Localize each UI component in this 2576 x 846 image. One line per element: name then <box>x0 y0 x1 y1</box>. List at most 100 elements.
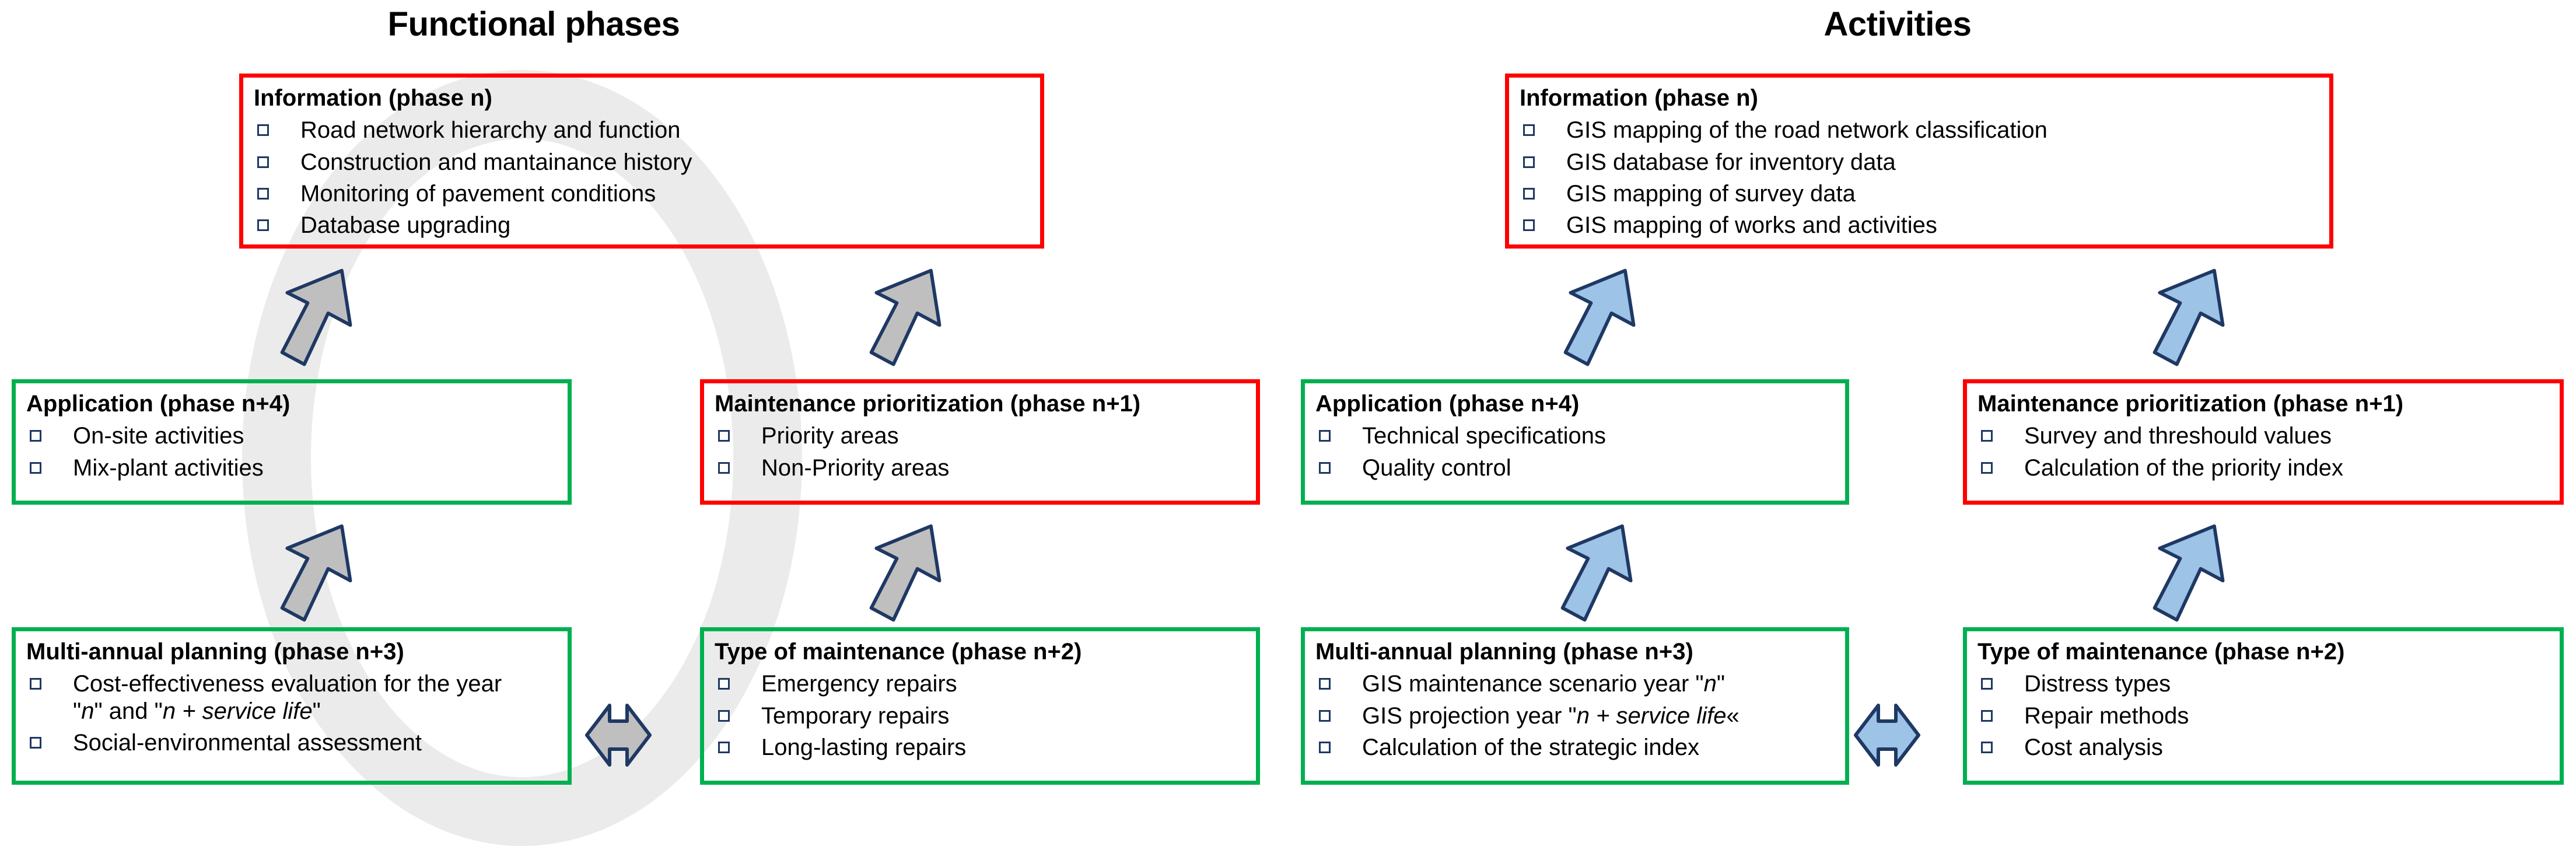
square-bullet-icon <box>30 462 41 474</box>
list-item-label: Calculation of the priority index <box>2024 455 2343 481</box>
square-bullet-icon <box>1319 430 1331 442</box>
box-title: Type of maintenance (phase n+2) <box>715 639 1082 665</box>
box-information-phase-n[interactable]: Information (phase n) Road network hiera… <box>239 74 1044 249</box>
list-item: GIS projection year "n + service life« <box>1315 702 1835 729</box>
list-item: Monitoring of pavement conditions <box>254 180 1030 207</box>
box-application-phase-n4[interactable]: Application (phase n+4) On-site activiti… <box>12 379 572 505</box>
list-item-label: Survey and threshould values <box>2024 423 2332 449</box>
square-bullet-icon <box>718 462 730 474</box>
box-item-list: Priority areas Non-Priority areas <box>715 422 1245 481</box>
list-item: Construction and mantainance history <box>254 149 1030 176</box>
list-item: GIS database for inventory data <box>1520 149 2319 176</box>
panel-functional-phases: Functional phases Information (phase n) … <box>0 0 1289 846</box>
box-item-list: GIS maintenance scenario year "n" GIS pr… <box>1315 670 1835 761</box>
arrow-left-right-icon <box>583 691 653 779</box>
list-item: Cost analysis <box>1978 734 2549 761</box>
square-bullet-icon <box>257 187 269 200</box>
list-item-label: Cost-effectiveness evaluation for the ye… <box>73 671 502 724</box>
box-title: Type of maintenance (phase n+2) <box>1978 639 2345 665</box>
list-item-label: GIS maintenance scenario year "n" <box>1362 671 1726 697</box>
list-item-label: Long-lasting repairs <box>761 734 967 760</box>
list-item: Non-Priority areas <box>715 455 1245 481</box>
square-bullet-icon <box>1981 709 1993 722</box>
list-item: Road network hierarchy and function <box>254 117 1030 144</box>
arrow-up-left-icon <box>274 519 362 630</box>
box-type-of-maintenance-phase-n2[interactable]: Type of maintenance (phase n+2) Emergenc… <box>700 627 1260 785</box>
list-item: On-site activities <box>26 422 557 449</box>
box-application-phase-n4[interactable]: Application (phase n+4) Technical specif… <box>1301 379 1849 505</box>
square-bullet-icon <box>1523 219 1535 232</box>
box-maintenance-prioritization-phase-n1[interactable]: Maintenance prioritization (phase n+1) S… <box>1963 379 2564 505</box>
arrow-down-right-icon <box>2147 264 2234 375</box>
list-item: Calculation of the strategic index <box>1315 734 1835 761</box>
box-multi-annual-planning-phase-n3[interactable]: Multi-annual planning (phase n+3) Cost-e… <box>12 627 572 785</box>
list-item-label: GIS projection year "n + service life« <box>1362 702 1740 729</box>
arrow-up-left-icon <box>1555 519 1642 630</box>
square-bullet-icon <box>1319 462 1331 474</box>
square-bullet-icon <box>30 678 41 690</box>
list-item: Emergency repairs <box>715 670 1245 697</box>
box-maintenance-prioritization-phase-n1[interactable]: Maintenance prioritization (phase n+1) P… <box>700 379 1260 505</box>
box-title: Multi-annual planning (phase n+3) <box>26 639 404 665</box>
list-item-label: Road network hierarchy and function <box>300 117 681 144</box>
box-item-list: Road network hierarchy and function Cons… <box>254 117 1030 239</box>
list-item-label: Non-Priority areas <box>761 455 950 481</box>
list-item-label: Database upgrading <box>300 212 511 239</box>
list-item: Calculation of the priority index <box>1978 455 2549 481</box>
list-item-label: Cost analysis <box>2024 734 2163 760</box>
box-title: Information (phase n) <box>1520 85 1758 111</box>
list-item-label: Mix-plant activities <box>73 455 264 481</box>
box-title: Information (phase n) <box>254 85 492 111</box>
square-bullet-icon <box>257 156 269 168</box>
square-bullet-icon <box>718 709 730 722</box>
square-bullet-icon <box>718 678 730 690</box>
list-item: GIS mapping of survey data <box>1520 180 2319 207</box>
list-item: Priority areas <box>715 422 1245 449</box>
list-item-label: Construction and mantainance history <box>300 149 692 175</box>
panel-title-activities: Activities <box>1824 5 1972 43</box>
square-bullet-icon <box>1981 462 1993 474</box>
square-bullet-icon <box>1319 678 1331 690</box>
square-bullet-icon <box>1523 187 1535 200</box>
square-bullet-icon <box>718 741 730 753</box>
list-item: GIS mapping of the road network classifi… <box>1520 117 2319 144</box>
list-item-label: Emergency repairs <box>761 671 957 697</box>
square-bullet-icon <box>257 124 269 137</box>
box-item-list: GIS mapping of the road network classifi… <box>1520 117 2319 239</box>
square-bullet-icon <box>1981 678 1993 690</box>
panel-title-functional-phases: Functional phases <box>387 5 680 43</box>
list-item: Mix-plant activities <box>26 455 557 481</box>
box-multi-annual-planning-phase-n3[interactable]: Multi-annual planning (phase n+3) GIS ma… <box>1301 627 1849 785</box>
list-item-label: Calculation of the strategic index <box>1362 734 1700 760</box>
list-item: Database upgrading <box>254 212 1030 239</box>
list-item: GIS mapping of works and activities <box>1520 212 2319 239</box>
list-item-label: Distress types <box>2024 671 2171 697</box>
list-item: Survey and threshould values <box>1978 422 2549 449</box>
square-bullet-icon <box>1523 156 1535 168</box>
list-item-label: On-site activities <box>73 423 244 449</box>
box-title: Application (phase n+4) <box>1315 391 1580 417</box>
square-bullet-icon <box>1981 430 1993 442</box>
list-item: GIS maintenance scenario year "n" <box>1315 670 1835 697</box>
list-item-label: Repair methods <box>2024 702 2189 729</box>
arrow-left-right-icon <box>1852 691 1922 779</box>
list-item-label: GIS mapping of survey data <box>1566 180 1856 207</box>
list-item-label: Technical specifications <box>1362 423 1606 449</box>
list-item-label: GIS database for inventory data <box>1566 149 1896 175</box>
box-title: Maintenance prioritization (phase n+1) <box>715 391 1141 417</box>
box-information-phase-n[interactable]: Information (phase n) GIS mapping of the… <box>1505 74 2333 249</box>
list-item-label: Social-environmental assessment <box>73 729 422 756</box>
square-bullet-icon <box>1981 741 1993 753</box>
list-item-label: GIS mapping of works and activities <box>1566 212 1937 239</box>
arrow-down-left-icon <box>2147 519 2234 630</box>
list-item-label: Monitoring of pavement conditions <box>300 180 656 207</box>
box-title: Application (phase n+4) <box>26 391 290 417</box>
arrow-down-right-icon <box>863 264 951 375</box>
list-item: Social-environmental assessment <box>26 729 557 756</box>
list-item: Cost-effectiveness evaluation for the ye… <box>26 670 557 725</box>
box-item-list: On-site activities Mix-plant activities <box>26 422 557 481</box>
box-title: Multi-annual planning (phase n+3) <box>1315 639 1693 665</box>
box-type-of-maintenance-phase-n2[interactable]: Type of maintenance (phase n+2) Distress… <box>1963 627 2564 785</box>
arrow-down-left-icon <box>863 519 951 630</box>
square-bullet-icon <box>257 219 269 232</box>
